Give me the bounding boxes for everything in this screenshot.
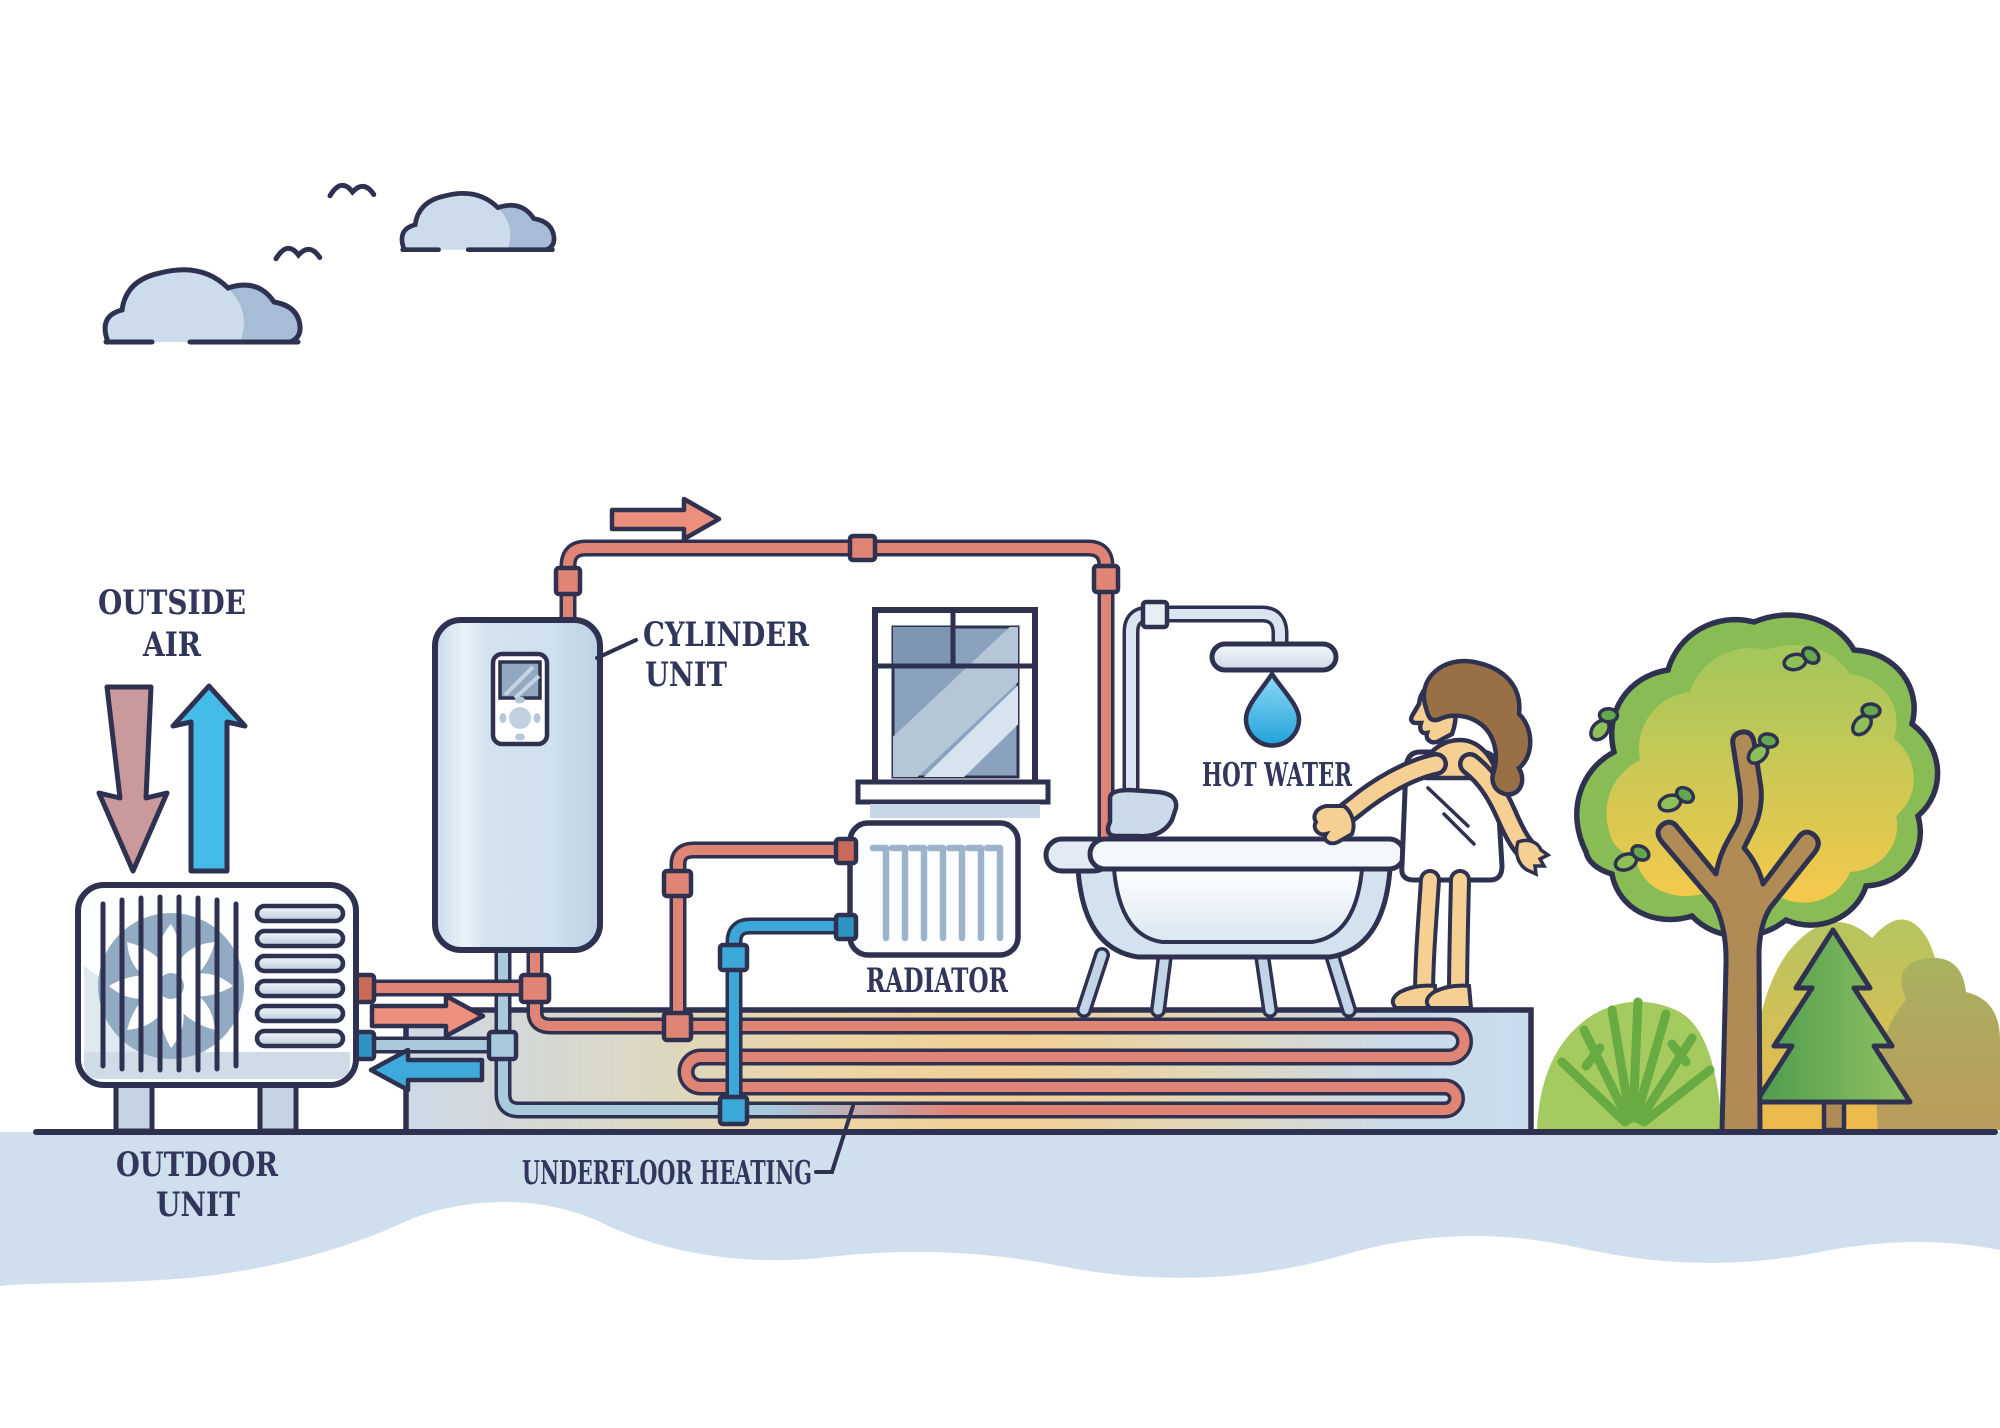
tree-trunk (1655, 729, 1821, 1135)
label-outdoor-unit-line1: OUTDOOR (116, 1145, 279, 1185)
hot-flow-arrow-icon (369, 993, 486, 1039)
pipe-network (349, 533, 1473, 1127)
cold-flow-arrow-icon (368, 1047, 485, 1093)
window-sill (855, 779, 1051, 805)
bird-icon (327, 182, 377, 199)
radiator-supply-pipe (669, 841, 856, 1026)
bathtub-legs (1076, 947, 1357, 1018)
label-outside-air-line1: OUTSIDE (98, 583, 246, 623)
radiator (833, 820, 1021, 958)
label-outdoor-unit-line2: UNIT (156, 1185, 240, 1225)
ground (0, 1132, 2000, 1286)
panel-screen (498, 660, 542, 700)
pine-tree (1753, 927, 1913, 1133)
bush (1537, 997, 1722, 1130)
bird-icon (273, 245, 323, 262)
outdoor-unit (75, 882, 359, 1134)
louvers (254, 903, 346, 1049)
underfloor-pointer-line (814, 1104, 855, 1174)
faucet (1105, 787, 1179, 839)
panel-buttons (499, 696, 541, 741)
bathtub (1043, 836, 1407, 1018)
hair (1421, 658, 1533, 797)
label-hot-water: HOT WATER (1202, 755, 1352, 794)
label-underfloor-heating: UNDERFLOOR HEATING (522, 1153, 812, 1192)
cylinder-pointer-line (595, 638, 638, 660)
cylinder-unit (432, 617, 603, 953)
cool-air-up-arrow-icon (170, 683, 248, 874)
cloud-icon (399, 191, 557, 253)
window (855, 607, 1051, 818)
water-drop-icon (1243, 669, 1302, 748)
label-cylinder-unit-line1: CYLINDER (643, 615, 810, 655)
shower-head (1209, 641, 1339, 673)
radiator-fins (869, 844, 1004, 942)
warm-air-down-arrow-icon (96, 684, 170, 874)
shower (1105, 641, 1339, 839)
hot-flow-top-arrow-icon (609, 496, 722, 542)
fan-grill (100, 894, 239, 1073)
label-radiator: RADIATOR (866, 961, 1009, 1001)
label-cylinder-unit-line2: UNIT (645, 655, 727, 695)
tree (1574, 612, 1941, 1135)
label-outside-air-line2: AIR (142, 625, 201, 665)
labels: OUTSIDE AIR CYLINDER UNIT HOT WATER RADI… (98, 583, 1352, 1225)
cloud-icon (102, 267, 303, 345)
woman (1312, 658, 1552, 1010)
